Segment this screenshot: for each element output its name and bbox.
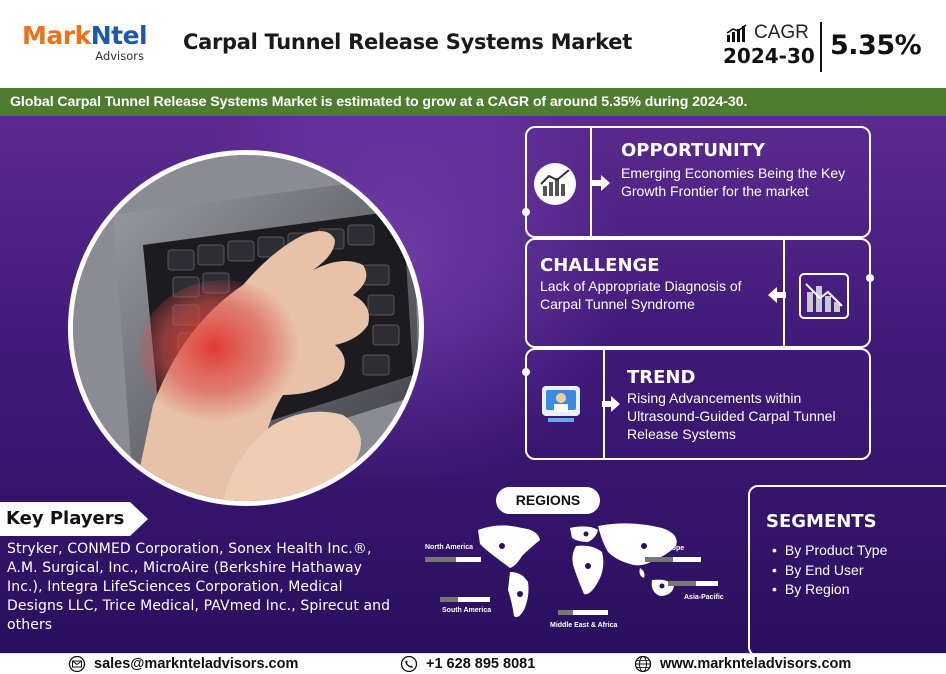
logo-wordmark: MarkNtel <box>22 22 152 50</box>
trend-text: Rising Advancements within Ultrasound-Gu… <box>627 390 836 442</box>
segments-title: SEGMENTS <box>766 511 877 532</box>
segment-item: By End User <box>772 561 887 581</box>
arrow-right-icon <box>602 396 620 412</box>
footer-website[interactable]: www.marknteladvisors.com <box>634 654 851 674</box>
key-players-text: Stryker, CONMED Corporation, Sonex Healt… <box>7 541 391 633</box>
footer-email-text: sales@marknteladvisors.com <box>94 656 299 672</box>
opportunity-card <box>525 126 871 238</box>
timeline-dot <box>522 208 530 216</box>
footer-phone[interactable]: +1 628 895 8081 <box>400 654 535 674</box>
cagr-block: CAGR 2024-30 <box>721 18 821 72</box>
region-bar-fill <box>440 597 458 602</box>
logo-brand-part2: Ntel <box>90 21 148 50</box>
key-players-label: Key Players <box>6 508 125 529</box>
header: MarkNtel Advisors Carpal Tunnel Release … <box>0 0 946 88</box>
footer: sales@marknteladvisors.com +1 628 895 80… <box>0 653 946 674</box>
card-divider <box>590 126 592 238</box>
key-players-tab <box>0 502 148 536</box>
segments-box: SEGMENTS By Product Type By End User By … <box>748 485 946 653</box>
region-label-asia-pacific: Asia-Pacific <box>684 594 724 601</box>
region-bar-south-america <box>440 597 490 602</box>
mail-icon <box>68 656 86 672</box>
opportunity-text: Emerging Economies Being the Key Growth … <box>621 165 846 199</box>
challenge-text: Lack of Appropriate Diagnosis of Carpal … <box>540 278 742 312</box>
cagr-years: 2024-30 <box>723 44 815 68</box>
logo-subtitle: Advisors <box>95 49 144 63</box>
segment-item: By Product Type <box>772 541 887 561</box>
region-bar-fill <box>558 610 573 615</box>
region-bar-north-america <box>425 557 481 562</box>
segments-list: By Product Type By End User By Region <box>772 541 887 600</box>
logo-brand-part1: Mark <box>22 21 91 50</box>
footer-email[interactable]: sales@marknteladvisors.com <box>68 654 298 674</box>
arrow-right-icon <box>592 175 610 191</box>
summary-ribbon: Global Carpal Tunnel Release Systems Mar… <box>0 88 946 116</box>
region-bar-europe <box>645 557 701 562</box>
timeline-dot <box>522 368 530 376</box>
opportunity-illustration-icon <box>534 163 576 205</box>
cagr-label: CAGR <box>754 22 809 43</box>
marsntel-logo[interactable]: MarkNtel Advisors <box>22 22 152 63</box>
region-label-south-america: South America <box>442 607 492 614</box>
region-bar-fill <box>645 557 673 562</box>
trend-title: TREND <box>627 367 696 388</box>
opportunity-title: OPPORTUNITY <box>621 140 766 161</box>
growth-chart-icon <box>726 24 747 42</box>
wrist-pain-photo <box>68 150 424 506</box>
timeline-dot <box>866 274 874 282</box>
world-map-icon <box>478 523 677 618</box>
region-label-north-america: North America <box>425 544 473 551</box>
segment-item: By Region <box>772 580 887 600</box>
globe-icon <box>634 656 652 672</box>
region-bar-asia-pacific <box>668 581 718 586</box>
region-bar-fill <box>425 557 456 562</box>
page-title: Carpal Tunnel Release Systems Market <box>183 30 632 54</box>
main-panel: OPPORTUNITY Emerging Economies Being the… <box>0 116 946 653</box>
footer-phone-text: +1 628 895 8081 <box>426 656 536 672</box>
cagr-divider <box>820 22 822 72</box>
region-bar-middle-east-africa <box>558 610 608 615</box>
region-label-europe: Europe <box>660 545 685 552</box>
declining-chart-icon <box>799 273 849 319</box>
wrist-keyboard-illustration <box>73 155 419 501</box>
regions-label: REGIONS <box>496 487 600 514</box>
footer-website-text: www.marknteladvisors.com <box>660 656 852 672</box>
challenge-title: CHALLENGE <box>540 255 660 276</box>
ultrasound-doctor-icon <box>542 386 580 422</box>
cagr-value: 5.35% <box>830 30 922 61</box>
region-label-middle-east-africa: Middle East & Africa <box>550 622 618 629</box>
phone-icon <box>400 656 418 672</box>
arrow-left-icon <box>768 287 786 303</box>
region-bar-fill <box>668 581 696 586</box>
